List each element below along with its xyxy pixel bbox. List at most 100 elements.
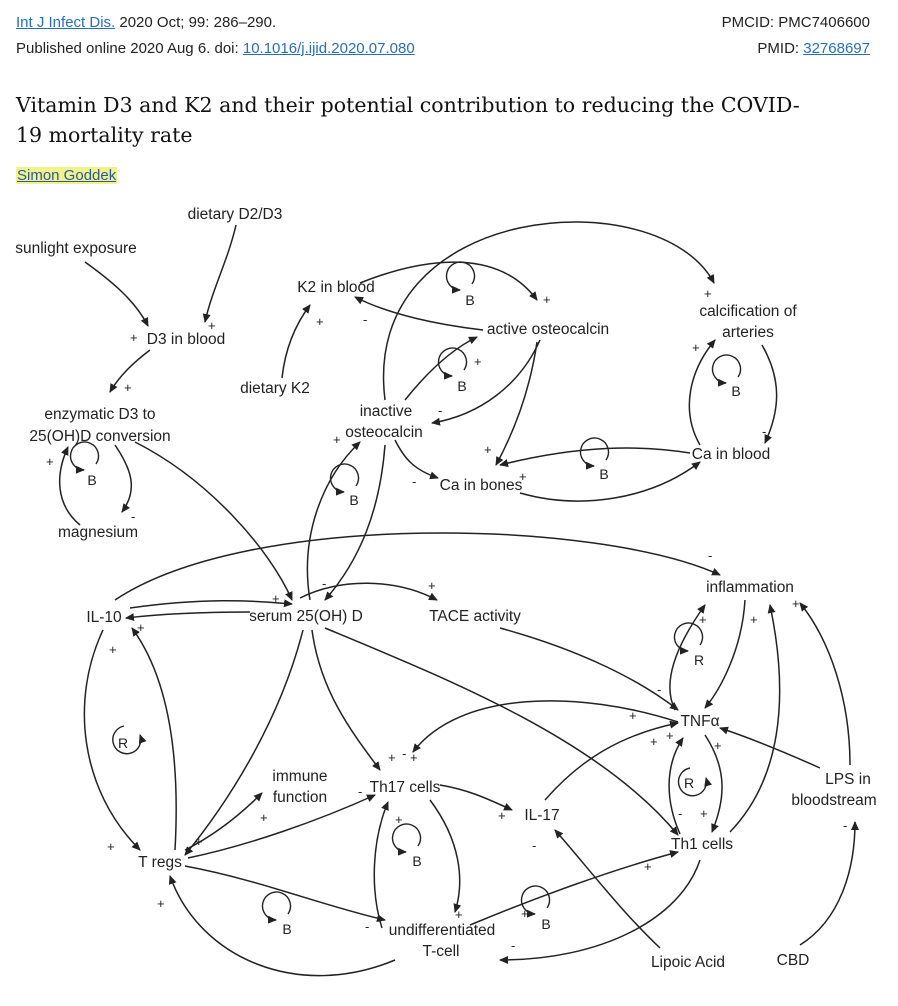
- edge-inactive-calcification: [382, 221, 715, 401]
- edge-active-k2: [354, 296, 484, 331]
- causal-loop-diagram: B B B B B B R R: [15, 206, 877, 977]
- sign-plus: +: [474, 354, 482, 369]
- sign-plus: +: [333, 432, 341, 447]
- node-enzymatic-conversion-line2: 25(OH)D conversion: [29, 428, 170, 445]
- sign-plus: +: [714, 738, 722, 753]
- sign-minus: -: [412, 474, 416, 489]
- edge-inflammation-tnfa: [704, 599, 746, 709]
- edge-active-cabones: [495, 341, 538, 466]
- journal-link[interactable]: Int J Infect Dis.: [16, 14, 116, 31]
- pmid-link[interactable]: 32768697: [803, 40, 870, 57]
- edge-serum-tregs: [184, 629, 304, 856]
- loop-b-serum: B: [329, 463, 360, 508]
- node-cbd: CBD: [777, 952, 810, 969]
- loop-b-cabones: B: [579, 437, 610, 482]
- node-immune-function-line2: function: [273, 789, 327, 806]
- loop-b-k2-label: B: [465, 292, 474, 308]
- edge-th1-inflammation: [729, 604, 781, 833]
- edge-lipoic-il17: [554, 829, 661, 949]
- loop-r-th1: R: [677, 767, 712, 797]
- sign-plus: +: [792, 596, 800, 611]
- edge-th1-undiff: [499, 859, 701, 964]
- edge-serum-th17: [311, 629, 381, 771]
- sign-plus: +: [260, 810, 268, 825]
- sign-plus: +: [157, 896, 165, 911]
- sign-plus: +: [109, 642, 117, 657]
- edge-cablood-cabones: [499, 447, 691, 467]
- sign-plus: +: [388, 750, 396, 765]
- nodes: dietary D2/D3 sunlight exposure D3 in bl…: [15, 206, 876, 971]
- published-line: Published online 2020 Aug 6. doi: 10.101…: [16, 40, 415, 57]
- edge-serum-inactive: [306, 441, 361, 601]
- edge-tace-tnfa: [499, 627, 679, 711]
- sign-plus: +: [137, 620, 145, 635]
- edge-enzymatic-serum: [134, 441, 293, 601]
- sign-plus: +: [272, 591, 280, 606]
- node-il17: IL-17: [524, 807, 559, 824]
- node-undifferentiated-line2: T-cell: [422, 943, 459, 960]
- node-calcification-line1: calcification of: [699, 303, 797, 320]
- loop-b-calcification-label: B: [731, 383, 740, 399]
- sign-minus: -: [678, 806, 682, 821]
- loop-b-enzymatic-label: B: [87, 472, 96, 488]
- sign-plus: +: [704, 286, 712, 301]
- sign-minus: -: [532, 838, 536, 853]
- journal-issue: 2020 Oct; 99: 286–290.: [115, 14, 277, 31]
- node-th17-cells: Th17 cells: [370, 779, 441, 796]
- loop-b-tregs-label: B: [282, 921, 291, 937]
- sign-plus: +: [46, 454, 54, 469]
- loop-r-th1-label: R: [684, 775, 694, 791]
- edge-tnfa-th17: [412, 700, 679, 753]
- loop-r-il10-label: R: [118, 735, 128, 751]
- edge-tregs-undiff: [184, 865, 386, 923]
- node-inactive-osteocalcin-line2: osteocalcin: [345, 424, 423, 441]
- edge-magnesium-enzymatic: [58, 446, 81, 526]
- sign-plus: +: [519, 469, 527, 484]
- loop-b-th17-label: B: [412, 853, 421, 869]
- loop-b-enzymatic: B: [69, 441, 100, 488]
- loop-b-osteocalcin-label: B: [457, 378, 466, 394]
- sign-minus: -: [365, 919, 369, 934]
- edge-dietaryk2-k2: [281, 304, 311, 379]
- edge-th17-undiff: [429, 799, 462, 913]
- sign-minus: -: [511, 938, 515, 953]
- sign-minus: -: [708, 548, 712, 563]
- sign-minus: -: [131, 509, 135, 524]
- author-link[interactable]: Simon Goddek: [16, 167, 118, 184]
- sign-plus: +: [484, 442, 492, 457]
- edge-active-inactive: [431, 339, 541, 426]
- node-undifferentiated-line1: undifferentiated: [389, 922, 496, 939]
- edge-il10-tregs: [83, 629, 141, 851]
- sign-minus: -: [322, 576, 326, 591]
- loop-b-cabones-label: B: [599, 466, 608, 482]
- sign-plus: +: [629, 708, 637, 723]
- edge-serum-th1: [324, 627, 679, 836]
- edge-lps-tnfa: [719, 726, 821, 769]
- sign-plus: +: [130, 330, 138, 345]
- sign-minus: -: [402, 746, 406, 761]
- node-d3-in-blood: D3 in blood: [147, 331, 225, 348]
- edge-cablood-calcification: [688, 339, 716, 446]
- edge-il10-inflammation: [114, 532, 721, 601]
- sign-plus: +: [107, 839, 115, 854]
- edge-dietary-d3: [202, 224, 237, 323]
- sign-plus: +: [650, 734, 658, 749]
- edge-inactive-cabones: [394, 439, 439, 480]
- loop-b-undiff: B: [520, 885, 551, 932]
- sign-plus: +: [195, 834, 203, 849]
- node-serum-25ohd: serum 25(OH) D: [249, 608, 363, 625]
- edge-undiff-th17: [373, 801, 389, 929]
- edge-enzymatic-magnesium: [114, 444, 133, 513]
- node-ca-in-blood: Ca in blood: [692, 446, 770, 463]
- pmid-label: PMID:: [757, 40, 804, 57]
- loop-b-serum-label: B: [349, 492, 358, 508]
- doi-link[interactable]: 10.1016/j.ijid.2020.07.080: [242, 40, 415, 57]
- node-active-osteocalcin: active osteocalcin: [487, 321, 609, 338]
- edge-cbd-lps: [799, 821, 859, 946]
- article-title: Vitamin D3 and K2 and their potential co…: [16, 93, 800, 147]
- loop-r-tnfa-label: R: [694, 652, 704, 668]
- edge-lps-inflammation: [799, 602, 851, 766]
- node-th1-cells: Th1 cells: [671, 836, 733, 853]
- sign-plus: +: [316, 314, 324, 329]
- loop-r-tnfa: R: [673, 622, 704, 668]
